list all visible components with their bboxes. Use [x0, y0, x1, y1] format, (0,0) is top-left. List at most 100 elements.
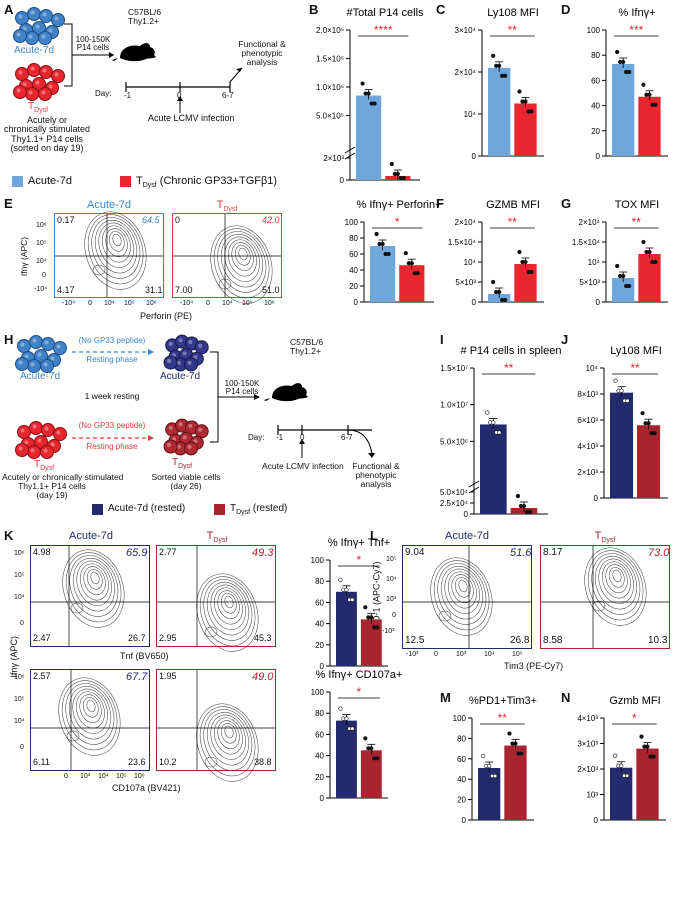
- y-tick-label: 5×10³: [579, 278, 600, 287]
- y-tick-label: 60: [315, 730, 324, 739]
- ytick-k2-2: 10⁴: [14, 718, 25, 725]
- data-point: [369, 746, 374, 751]
- data-point: [529, 269, 534, 275]
- cell-highlight: [41, 90, 46, 95]
- xtick-e-3: 10⁵: [124, 300, 135, 307]
- y-tick-label: 0: [594, 816, 599, 825]
- y-tick-label: 0: [472, 298, 477, 307]
- significance-stars: ***: [629, 23, 643, 37]
- q-k4-lr: 38.8: [254, 757, 272, 767]
- cell-highlight: [44, 426, 49, 431]
- cell-highlight: [168, 341, 173, 346]
- panel-label-f: F: [436, 196, 444, 211]
- contour-line: [101, 225, 131, 263]
- contour-line: [224, 595, 234, 609]
- data-point: [380, 241, 385, 247]
- contour-line: [430, 557, 493, 636]
- legend-label-tdysf-rested: TDysf (rested): [230, 503, 288, 516]
- q-e-t-ul: 0: [175, 215, 181, 225]
- ytick-l-0: 10⁵: [386, 556, 397, 563]
- bar: [336, 720, 357, 798]
- contour-line: [204, 626, 218, 638]
- bar: [610, 767, 633, 820]
- data-point: [515, 493, 521, 499]
- cell-highlight: [176, 444, 181, 449]
- cell-highlight: [22, 26, 27, 31]
- data-point: [651, 754, 656, 759]
- y-tick-label: 60: [457, 755, 466, 764]
- q-k3-lr: 23.6: [128, 757, 146, 767]
- cell-shape: [15, 443, 29, 457]
- y-tick-label: 20: [349, 282, 358, 291]
- data-point: [493, 773, 498, 779]
- y-tick-label: 80: [315, 577, 324, 586]
- cell-highlight: [187, 360, 192, 365]
- y-tick-label: 0: [354, 298, 359, 307]
- contour-line: [584, 547, 647, 626]
- cell-highlight: [41, 34, 46, 39]
- y-tick-label: 0: [596, 298, 601, 307]
- y-tick-label: 2.5×10⁴: [440, 499, 469, 508]
- contour-line: [220, 233, 264, 288]
- contour-line: [220, 593, 237, 614]
- legend-swatch-tdysf-rested: [214, 504, 225, 515]
- data-point: [653, 259, 658, 265]
- bar: [399, 265, 425, 302]
- timeline-h: [277, 425, 375, 458]
- cell-shape: [53, 427, 67, 441]
- contour-line: [196, 573, 259, 652]
- q-k2-ur: 49.3: [252, 547, 274, 559]
- data-point: [375, 756, 380, 761]
- rested-tdysf-cells: [163, 418, 209, 456]
- ytick-e-3: 0: [42, 272, 46, 279]
- cell-highlight: [18, 70, 23, 75]
- data-point: [497, 63, 502, 68]
- flow-title-k-tdysf: TDysf: [206, 530, 228, 545]
- y-tick-label: 8×10³: [577, 390, 598, 399]
- data-point: [491, 53, 496, 58]
- panel-label-l: L: [370, 528, 378, 543]
- timeline-a: [125, 67, 243, 113]
- significance-stars: **: [632, 215, 642, 229]
- q-k4-ll: 10.2: [159, 757, 177, 767]
- significance-stars: *: [357, 685, 362, 699]
- cell-highlight: [28, 90, 33, 95]
- contour-line: [454, 577, 471, 598]
- chart-title: Ly108 MFI: [487, 7, 539, 19]
- data-point: [517, 249, 522, 255]
- xtick-k-3: 10⁵: [116, 773, 127, 780]
- significance-stars: ****: [374, 23, 393, 37]
- q-l2-ll: 8.58: [543, 635, 563, 646]
- rested-acute-cells: [163, 334, 209, 372]
- bar: [370, 246, 396, 302]
- data-point: [369, 615, 374, 620]
- y-tick-label: 3×10³: [577, 740, 598, 749]
- infection-label-h: Acute LCMV infection: [262, 461, 344, 471]
- resting-blue: Resting phase: [86, 355, 138, 364]
- tdysf-label-a: TDysf: [28, 101, 49, 114]
- q-l1-ll: 12.5: [405, 635, 425, 646]
- contour-line: [591, 553, 641, 615]
- y-tick-label: 80: [315, 709, 324, 718]
- acute-cell-cluster-h: [15, 335, 67, 373]
- y-tick-label: 80: [349, 234, 358, 243]
- xtick-l-4: 10⁵: [512, 651, 523, 658]
- cell-highlight: [54, 72, 59, 77]
- bar: [638, 254, 661, 302]
- y-tick-label: 1.0×10⁶: [316, 83, 344, 92]
- cell-highlight: [35, 80, 40, 85]
- data-point: [527, 509, 533, 515]
- data-point: [409, 261, 414, 266]
- q-k4-ur: 49.0: [252, 671, 274, 683]
- contour-line: [112, 233, 122, 247]
- contour-line: [217, 590, 240, 619]
- flow-title-l-acute: Acute-7d: [444, 530, 490, 542]
- contour-line: [203, 579, 253, 641]
- ytick-e-0: 10⁶: [36, 222, 47, 229]
- mouse-icon-h: [264, 383, 308, 402]
- cell-shape: [38, 87, 52, 101]
- contour-line: [91, 217, 141, 279]
